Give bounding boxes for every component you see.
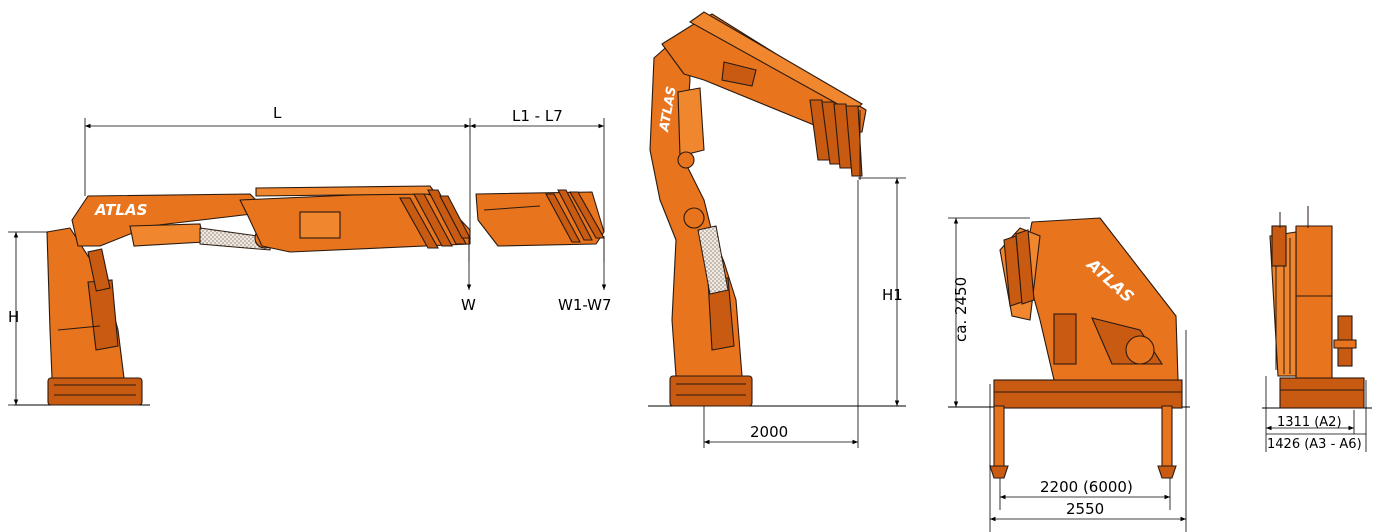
dim-label-h: H xyxy=(8,308,19,326)
dim-label-2550: 2550 xyxy=(1066,500,1104,518)
brand-logo: ATLAS xyxy=(94,201,147,219)
dim-label-l: L xyxy=(273,104,282,122)
dim-label-2200-6000: 2200 (6000) xyxy=(1040,478,1133,496)
load-label-w: W xyxy=(461,296,476,314)
rear-view: ATLAS ca. 2450 2200 (6000) 2550 xyxy=(948,217,1190,532)
load-label-w1-w7: W1-W7 xyxy=(558,296,612,314)
dim-label-reach-2000: 2000 xyxy=(750,423,788,441)
dim-label-1426-a3-a6: 1426 (A3 - A6) xyxy=(1267,437,1362,452)
dim-label-l1-l7: L1 - L7 xyxy=(512,107,563,125)
front-view: 1311 (A2) 1426 (A3 - A6) xyxy=(1262,206,1372,452)
raised-view: ATLAS H1 2000 xyxy=(648,11,906,448)
side-view: ATLAS L L1 - L7 W xyxy=(8,104,612,406)
dim-label-h1: H1 xyxy=(882,286,903,304)
dim-label-ca-2450: ca. 2450 xyxy=(952,277,970,342)
dim-label-1311-a2: 1311 (A2) xyxy=(1277,415,1342,430)
